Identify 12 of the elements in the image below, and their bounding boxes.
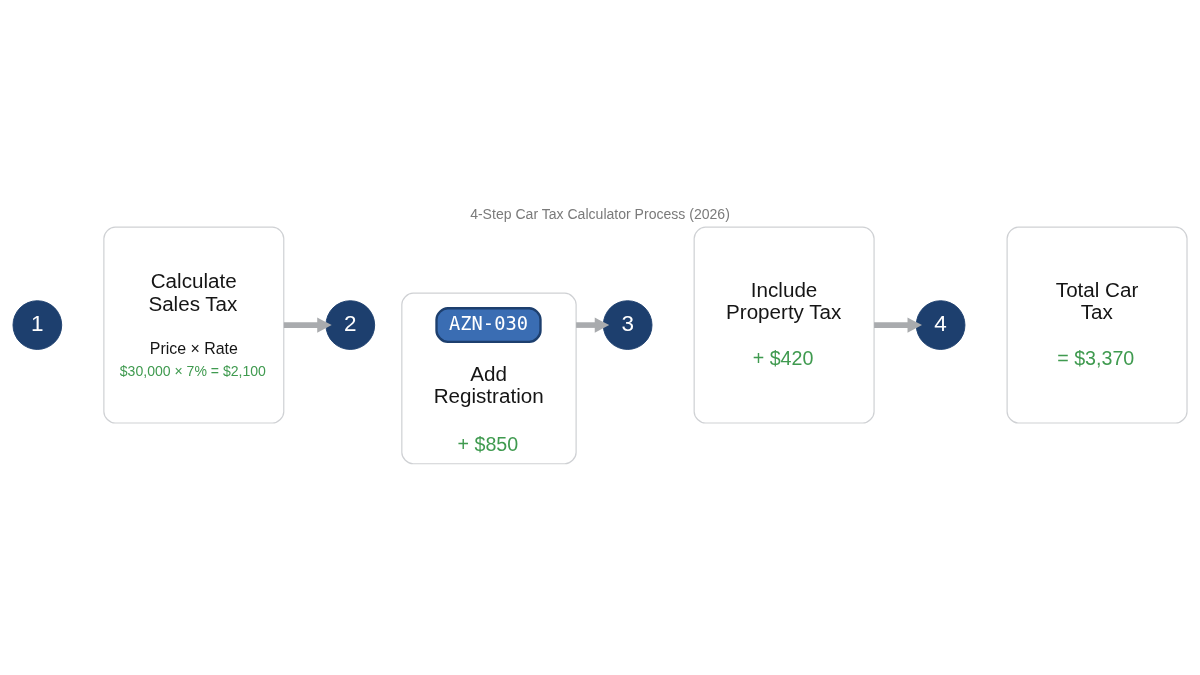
node-circle: 4 — [915, 300, 966, 350]
node-circle: 2 — [325, 300, 376, 350]
diagram-title: 4-Step Car Tax Calculator Process (2026) — [470, 205, 730, 222]
arrow — [874, 317, 922, 333]
node-circle: 1 — [12, 300, 63, 350]
node-box: Include Property Tax + $420 — [693, 226, 875, 424]
node-box: Calculate Sales Tax Price × Rate $30,000 × 7% = $2,100 — [103, 226, 285, 424]
arrow — [283, 317, 332, 333]
node-circle: 3 — [602, 300, 653, 350]
node-box: AZN-030 — [435, 307, 542, 344]
arrow — [576, 317, 610, 333]
node-box: Total Car Tax = $3,370 — [1006, 226, 1188, 424]
